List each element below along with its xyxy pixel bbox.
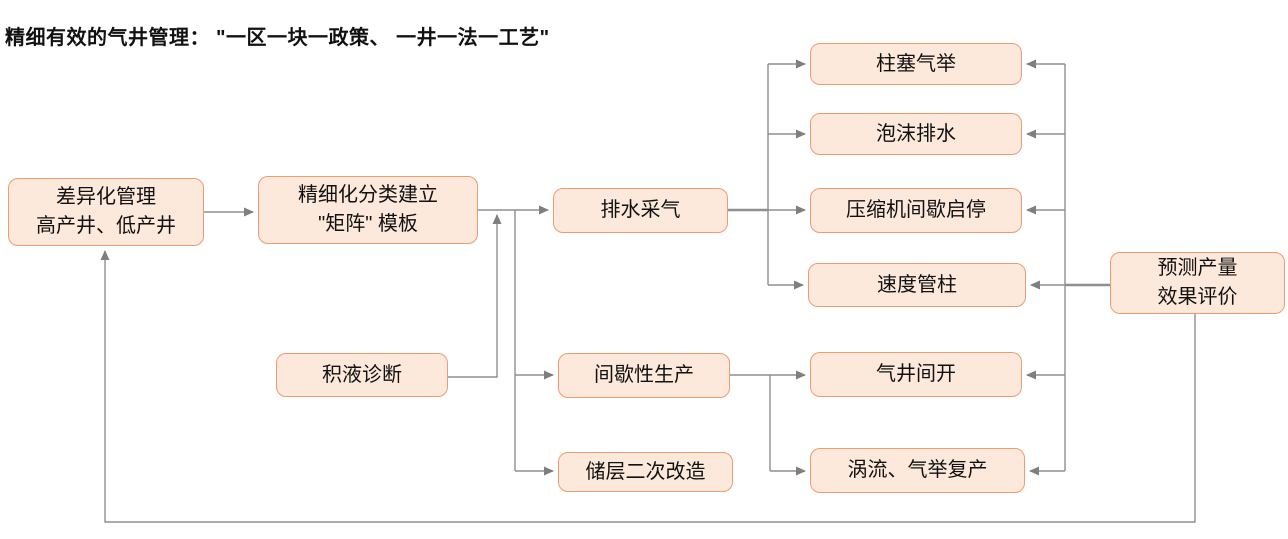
node-label: 压缩机间歇启停 [846, 199, 986, 221]
node-production-prediction-evaluation: 预测产量 效果评价 [1110, 252, 1285, 314]
node-reservoir-restimulation: 储层二次改造 [558, 452, 733, 492]
node-label: 排水采气 [600, 199, 681, 221]
node-compressor-intermittent-startstop: 压缩机间歇启停 [810, 188, 1022, 233]
node-well-intermittent-opening: 气井间开 [810, 352, 1022, 397]
node-label: 积液诊断 [322, 363, 402, 386]
node-label: 储层二次改造 [585, 460, 706, 483]
node-liquid-loading-diagnosis: 积液诊断 [276, 353, 448, 397]
node-label: 间歇性生产 [594, 364, 694, 386]
node-label: 气井间开 [876, 363, 956, 385]
node-label: 柱塞气举 [876, 52, 956, 75]
node-foam-drainage: 泡沫排水 [810, 113, 1022, 155]
node-matrix-template: 精细化分类建立 "矩阵" 模板 [258, 176, 478, 244]
node-drainage-gas-recovery: 排水采气 [553, 188, 728, 233]
node-plunger-gas-lift: 柱塞气举 [810, 43, 1022, 85]
node-label: 预测产量 效果评价 [1157, 257, 1238, 308]
node-label: 速度管柱 [877, 273, 957, 296]
node-intermittent-production: 间歇性生产 [558, 353, 730, 398]
node-label: 精细化分类建立 "矩阵" 模板 [298, 184, 438, 235]
node-label: 涡流、气举复产 [847, 459, 988, 481]
node-differentiated-management: 差异化管理 高产井、低产井 [8, 178, 204, 246]
node-velocity-string: 速度管柱 [808, 263, 1026, 307]
node-label: 差异化管理 高产井、低产井 [36, 186, 176, 237]
node-label: 泡沫排水 [876, 122, 956, 145]
node-vortex-gaslift-resumption: 涡流、气举复产 [810, 448, 1025, 493]
diagram-title: 精细有效的气井管理： "一区一块一政策、 一井一法一工艺" [5, 27, 550, 49]
